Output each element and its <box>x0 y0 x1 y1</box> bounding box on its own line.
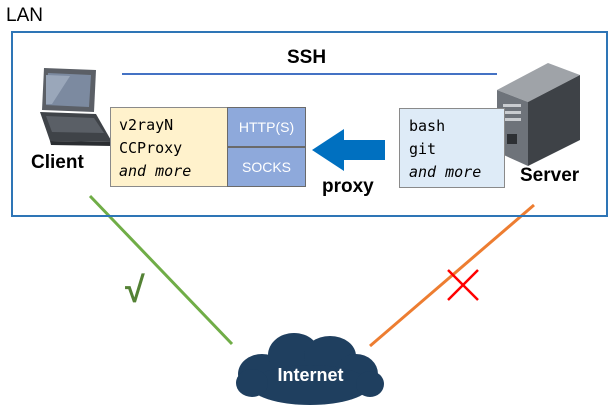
client-app-item: CCProxy <box>119 139 183 157</box>
internet-label: Internet <box>277 365 344 385</box>
socks-protocol-box: SOCKS <box>227 147 306 187</box>
proxy-arrow-icon <box>312 129 385 171</box>
http-protocol-label: HTTP(S) <box>238 119 295 135</box>
lan-boundary <box>11 31 608 217</box>
proxy-label: proxy <box>322 176 374 197</box>
cloud-icon <box>236 333 384 405</box>
laptop-icon <box>40 68 113 146</box>
server-apps-box: bash git and more <box>399 108 505 188</box>
client-label: Client <box>31 152 84 173</box>
client-app-item: and more <box>119 162 192 180</box>
server-app-item: git <box>409 140 437 158</box>
check-icon: √ <box>125 269 145 310</box>
ssh-label: SSH <box>287 47 327 68</box>
socks-protocol-label: SOCKS <box>241 159 291 175</box>
client-internet-link <box>88 194 234 346</box>
tower-server-icon <box>497 63 580 166</box>
client-app-item: v2rayN <box>119 116 174 134</box>
server-label: Server <box>520 165 580 186</box>
server-app-item: and more <box>409 163 482 181</box>
lan-label: LAN <box>6 5 43 26</box>
http-protocol-box: HTTP(S) <box>227 107 306 147</box>
server-app-item: bash <box>409 117 446 135</box>
cross-icon <box>447 269 479 301</box>
client-apps-box: v2rayN CCProxy and more <box>110 107 228 187</box>
